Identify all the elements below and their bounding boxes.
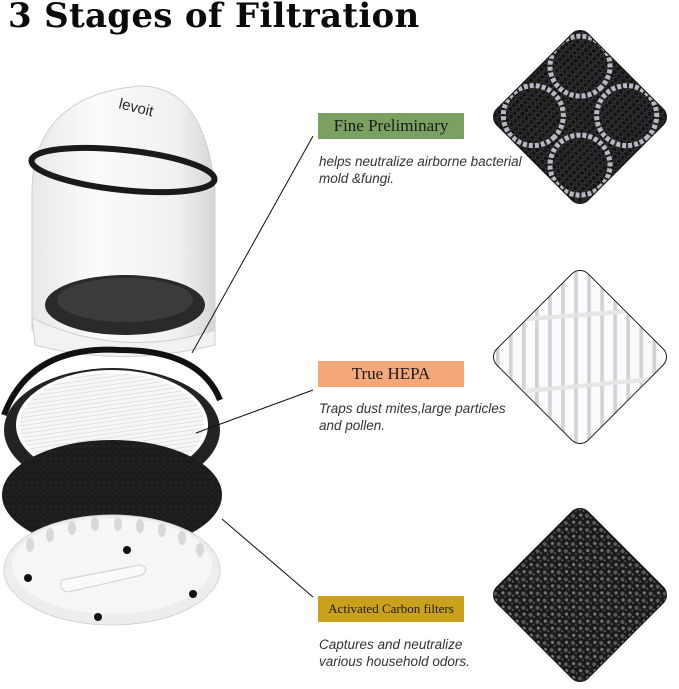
stage-label-fine-preliminary: Fine Preliminary [318,113,464,139]
stage-label-activated-carbon: Activated Carbon filters [318,596,464,622]
stage-description-true-hepa: Traps dust mites,large particles and pol… [319,401,506,433]
stage-label-true-hepa: True HEPA [318,361,464,387]
carbon-granules-swatch [488,503,672,687]
stage-label-text: Fine Preliminary [333,116,449,135]
stage-label-text: True HEPA [351,364,431,383]
stage-description-activated-carbon: Captures and neutralize various househol… [319,637,470,669]
purifier-illustration: levoit [0,60,300,660]
stage-description-fine-preliminary: helps neutralize airborne bacterial mold… [319,154,522,186]
page-title: 3 Stages of Filtration [8,0,420,36]
pre-filter-mesh-swatch [488,25,672,209]
stage-label-text: Activated Carbon filters [328,601,454,616]
